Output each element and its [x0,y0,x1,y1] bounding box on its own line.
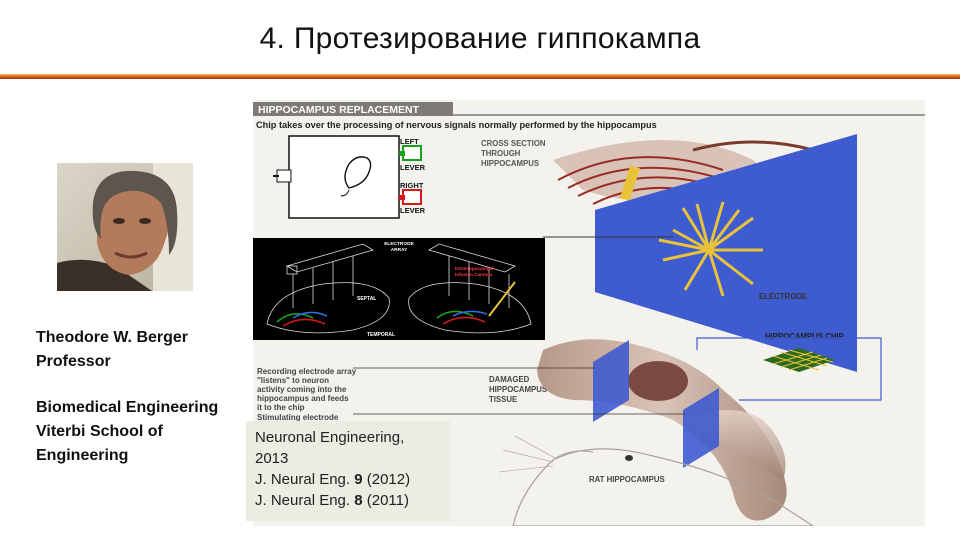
inset-note-1: Intrahippocampal [455,266,493,271]
person-department: Biomedical Engineering [36,399,219,416]
right-lever-label-2: LEVER [400,206,426,215]
figure-header: HIPPOCAMPUS REPLACEMENT [258,104,420,116]
electrode-array-inset: ELECTRODE ARRAY SEPTAL TEMPORAL Intrahip… [253,238,545,340]
inset-septal-label: SEPTAL [357,296,376,302]
slide-title: 4. Протезирование гиппокампа [259,22,701,55]
inset-array-label-1: ELECTRODE [384,241,414,247]
reference-line1: Neuronal Engineering, [255,429,405,446]
electrode-label: ELECTRODE [759,292,807,301]
ref1-volume: 9 [354,471,363,488]
portrait-photo [57,163,193,291]
stimulating-label: Stimulating electrode [257,413,339,422]
inset-array-label-2: ARRAY [391,247,408,253]
recording-label-1: Recording electrode array [257,367,357,376]
recording-label-3: activity coming into the [257,385,347,394]
damaged-label-1: DAMAGED [489,375,530,384]
cross-section-label-2: THROUGH [481,149,521,158]
person-school-line1: Viterbi School of [36,423,163,440]
figure-subheader: Chip takes over the processing of nervou… [256,120,657,130]
reference-line2: 2013 [255,450,289,467]
cross-section-label-3: HIPPOCAMPUS [481,159,539,168]
left-lever-label-1: LEFT [400,137,419,146]
cross-section-label-1: CROSS SECTION [481,139,546,148]
person-name: Theodore W. Berger [36,329,189,346]
ref2-volume: 8 [354,492,363,509]
rat-hippocampus-label: RAT HIPPOCAMPUS [589,475,665,484]
reference-2011: J. Neural Eng. 8 (2011) [255,490,441,511]
left-lever-label-2: LEVER [400,163,426,172]
ref1-year: (2012) [362,471,411,488]
reference-2012: J. Neural Eng. 9 (2012) [255,469,441,490]
inset-temporal-label: TEMPORAL [367,332,395,338]
right-lever-label-1: RIGHT [400,181,424,190]
damaged-label-3: TISSUE [489,395,517,404]
bio-block: Theodore W. Berger Professor Biomedical … [36,326,218,468]
recording-label-2: "listens" to neuron [257,376,329,385]
recording-label-4: hippocampus and feeds [257,394,349,403]
damaged-label-2: HIPPOCAMPUS [489,385,547,394]
ref2-year: (2011) [362,492,409,509]
ref1-journal: J. Neural Eng. [255,471,355,488]
ref2-journal: J. Neural Eng. [255,492,355,509]
references-box: Neuronal Engineering, 2013 J. Neural Eng… [246,421,450,521]
person-school-line2: Engineering [36,447,129,464]
person-position: Professor [36,353,111,370]
inset-note-2: Infusion Cannula [455,272,493,277]
title-divider [0,74,960,79]
chip-label: HIPPOCAMPUS CHIP [765,332,844,341]
recording-label-5: it to the chip [257,403,305,412]
